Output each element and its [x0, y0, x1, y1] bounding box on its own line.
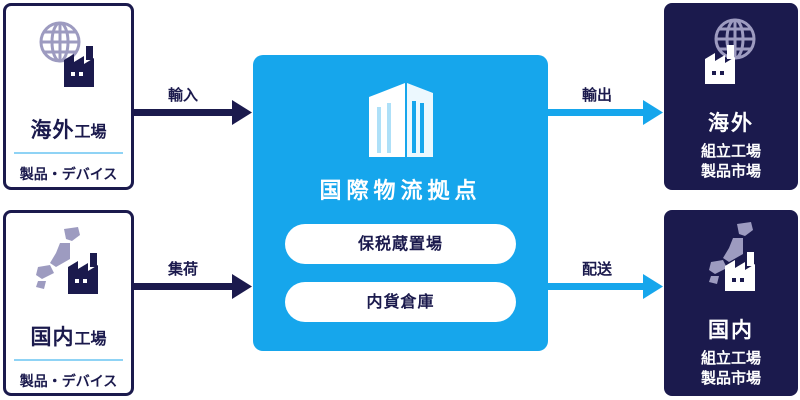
- overseas-factory-title-suffix: 工場: [74, 122, 107, 141]
- arrow-export: [548, 100, 663, 125]
- domestic-factory-box: 国内工場 製品・デバイス: [3, 210, 134, 396]
- arrow-import: [134, 100, 252, 125]
- overseas-destination-line-1: 組立工場: [700, 142, 761, 160]
- divider: [14, 359, 123, 361]
- overseas-factory-subtitle: 製品・デバイス: [19, 167, 118, 183]
- domestic-destination-box: 国内 組立工場 製品市場: [664, 210, 798, 396]
- domestic-factory-title-suffix: 工場: [74, 329, 107, 348]
- domestic-destination-line-1: 組立工場: [700, 349, 761, 367]
- divider: [14, 152, 123, 154]
- overseas-factory-title: 海外工場: [6, 114, 131, 144]
- overseas-destination-title: 海外: [708, 111, 754, 135]
- japan-map-factory-icon: [36, 227, 98, 294]
- overseas-factory-box: 海外工場 製品・デバイス: [3, 3, 134, 190]
- overseas-destination-line-2: 製品市場: [700, 162, 761, 180]
- hub-title: 国際物流拠点: [319, 179, 482, 204]
- japan-map-factory-icon: [709, 222, 755, 291]
- arrow-deliver: [548, 274, 663, 299]
- domestic-factory-subtitle: 製品・デバイス: [19, 374, 118, 390]
- service-bonded-storage: 保税蔵置場: [285, 224, 516, 264]
- overseas-factory-title-main: 海外: [30, 118, 75, 142]
- logistics-hub: 国際物流拠点 保税蔵置場 内貨倉庫: [253, 55, 548, 351]
- domestic-destination-line-2: 製品市場: [700, 369, 761, 387]
- arrow-label-import: 輸入: [168, 86, 199, 104]
- arrow-label-collect: 集荷: [168, 260, 199, 278]
- globe-factory-icon: [705, 18, 756, 84]
- service-domestic-warehouse: 内貨倉庫: [285, 282, 516, 322]
- domestic-destination-title: 国内: [708, 318, 754, 342]
- overseas-destination-box: 海外 組立工場 製品市場: [664, 3, 798, 190]
- arrow-label-deliver: 配送: [582, 260, 613, 278]
- warehouse-building-icon: [369, 83, 433, 157]
- overseas-destination-subtitle: 組立工場 製品市場: [664, 141, 798, 181]
- domestic-destination-subtitle: 組立工場 製品市場: [664, 348, 798, 388]
- arrow-collect: [134, 274, 252, 299]
- globe-factory-icon: [39, 21, 94, 87]
- arrow-label-export: 輸出: [582, 86, 613, 104]
- domestic-factory-title: 国内工場: [6, 321, 131, 351]
- domestic-factory-title-main: 国内: [30, 325, 75, 349]
